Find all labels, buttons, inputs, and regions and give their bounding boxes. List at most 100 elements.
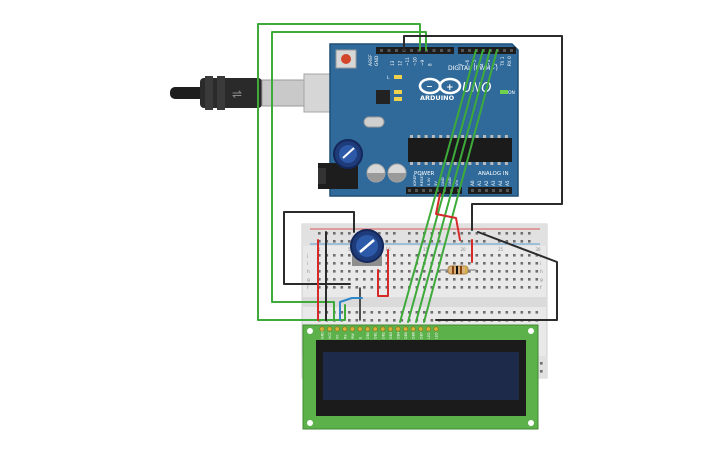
breadboard-hole bbox=[408, 232, 411, 235]
breadboard-hole bbox=[460, 278, 464, 281]
breadboard-hole bbox=[453, 254, 456, 257]
power-pin-label: RESET bbox=[419, 173, 424, 186]
power-pin-hole bbox=[422, 189, 425, 192]
breadboard-hole bbox=[513, 311, 516, 314]
digital-pin-hole bbox=[447, 49, 451, 52]
breadboard-hole bbox=[385, 319, 389, 322]
breadboard-hole bbox=[348, 270, 351, 273]
lcd-pin-label: V0 bbox=[336, 335, 340, 339]
breadboard-hole bbox=[385, 262, 389, 265]
breadboard-hole bbox=[513, 254, 516, 257]
lcd-pin bbox=[319, 326, 325, 332]
lcd-pin bbox=[365, 326, 371, 332]
breadboard-hole bbox=[318, 286, 321, 289]
analog-pin-hole bbox=[485, 189, 488, 192]
lcd-pin-label: DB6 bbox=[412, 332, 416, 339]
breadboard-hole bbox=[445, 286, 449, 289]
breadboard-hole bbox=[498, 240, 501, 243]
analog-pin-label: A4 bbox=[498, 180, 503, 186]
breadboard-hole bbox=[438, 311, 441, 314]
breadboard-hole bbox=[490, 278, 494, 281]
breadboard-hole bbox=[445, 311, 449, 314]
breadboard-hole bbox=[318, 240, 321, 243]
breadboard-hole bbox=[393, 286, 396, 289]
breadboard-hole bbox=[438, 240, 441, 243]
breadboard-potentiometer-icon[interactable] bbox=[350, 229, 384, 266]
analog-pin-label: A3 bbox=[491, 180, 496, 186]
breadboard-hole bbox=[475, 232, 479, 235]
digital-pin-hole bbox=[410, 49, 413, 52]
svg-text:−: − bbox=[426, 82, 433, 91]
breadboard-hole bbox=[370, 319, 374, 322]
breadboard-hole bbox=[438, 286, 441, 289]
breadboard-hole bbox=[505, 240, 509, 243]
breadboard-hole bbox=[393, 240, 396, 243]
wire-red-pot-vcc bbox=[377, 249, 389, 297]
breadboard-hole bbox=[460, 232, 464, 235]
wire-blue-v0 bbox=[339, 297, 363, 321]
breadboard-hole bbox=[490, 254, 494, 257]
breadboard-hole bbox=[505, 286, 509, 289]
wire-black-led-gnd bbox=[435, 231, 558, 321]
breadboard-hole bbox=[475, 240, 479, 243]
breadboard-hole bbox=[378, 232, 381, 235]
breadboard-hole bbox=[385, 254, 389, 257]
breadboard-hole bbox=[483, 270, 486, 273]
breadboard-hole bbox=[483, 262, 486, 265]
breadboard-hole bbox=[415, 311, 419, 314]
usb-connector-metal bbox=[261, 79, 305, 107]
breadboard-hole bbox=[408, 254, 411, 257]
breadboard-hole bbox=[475, 286, 479, 289]
wire-green-rs bbox=[257, 23, 421, 321]
analog-label: ANALOG IN bbox=[478, 171, 509, 177]
breadboard-hole bbox=[520, 270, 524, 273]
lcd-mount-hole bbox=[307, 420, 313, 426]
breadboard-hole bbox=[355, 311, 359, 314]
breadboard-hole bbox=[333, 270, 336, 273]
power-pin-label: GND bbox=[447, 177, 452, 186]
analog-pin-label: A0 bbox=[470, 180, 475, 186]
breadboard-hole bbox=[430, 240, 434, 243]
digital-pin-label: 7 bbox=[458, 63, 463, 66]
analog-pin-hole bbox=[478, 189, 481, 192]
breadboard-hole bbox=[528, 311, 531, 314]
analog-pin-label: A1 bbox=[477, 180, 482, 186]
breadboard-hole bbox=[505, 262, 509, 265]
wire-green-db4 bbox=[399, 49, 477, 323]
breadboard-hole bbox=[355, 319, 359, 322]
analog-pin-hole bbox=[499, 189, 502, 192]
digital-pin-label: ~11 bbox=[405, 57, 410, 66]
wire-red-5v bbox=[435, 193, 461, 241]
breadboard-hole bbox=[348, 232, 351, 235]
digital-pin-label: ~3 bbox=[486, 59, 491, 66]
reset-button-cap[interactable] bbox=[341, 54, 351, 64]
breadboard-hole bbox=[348, 254, 351, 257]
digital-pin-label: 13 bbox=[390, 60, 395, 66]
lcd-pin-label: RW bbox=[351, 333, 355, 339]
breadboard-hole bbox=[453, 262, 456, 265]
digital-pin-label: TX 1 bbox=[500, 56, 505, 67]
breadboard-hole bbox=[400, 319, 404, 322]
breadboard-hole bbox=[385, 286, 389, 289]
breadboard-hole bbox=[468, 278, 471, 281]
breadboard-hole bbox=[385, 311, 389, 314]
breadboard-hole bbox=[468, 270, 471, 273]
power-pin-label: Vin bbox=[454, 179, 459, 186]
breadboard-hole bbox=[385, 278, 389, 281]
breadboard-hole bbox=[498, 278, 501, 281]
breadboard-hole bbox=[318, 254, 321, 257]
lcd-pin-label: LED bbox=[427, 332, 431, 339]
breadboard-hole bbox=[385, 270, 389, 273]
analog-pin-hole bbox=[492, 189, 495, 192]
breadboard-hole bbox=[400, 270, 404, 273]
power-label: POWER bbox=[414, 171, 435, 177]
breadboard-hole bbox=[528, 286, 531, 289]
breadboard-hole bbox=[535, 311, 539, 314]
breadboard-hole bbox=[340, 311, 344, 314]
breadboard-hole bbox=[505, 232, 509, 235]
lcd-pin bbox=[418, 326, 424, 332]
breadboard-hole bbox=[535, 262, 539, 265]
lcd-pin bbox=[380, 326, 386, 332]
